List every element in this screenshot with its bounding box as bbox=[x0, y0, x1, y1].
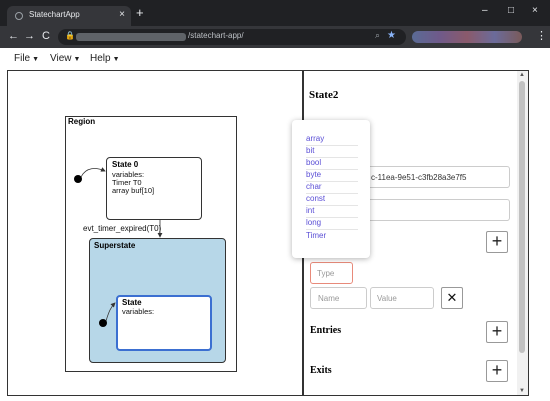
state-variable: Timer T0 bbox=[112, 178, 142, 187]
exits-heading: Exits bbox=[310, 365, 332, 376]
type-option-char[interactable]: char bbox=[306, 182, 358, 194]
tab-close-button[interactable]: × bbox=[119, 9, 125, 20]
type-option-bit[interactable]: bit bbox=[306, 146, 358, 158]
scroll-up-icon[interactable]: ▲ bbox=[519, 72, 525, 78]
globe-icon bbox=[15, 12, 23, 20]
browser-menu-button[interactable]: ⋮ bbox=[536, 30, 547, 42]
transition-label[interactable]: evt_timer_expired(T0) bbox=[83, 224, 162, 233]
url-bar[interactable]: 🔒 /statechart-app/ ⌕ ★ bbox=[58, 29, 406, 45]
type-option-long[interactable]: long bbox=[306, 218, 358, 230]
new-tab-button[interactable]: + bbox=[136, 5, 144, 20]
blurred-host bbox=[76, 33, 186, 41]
initial-pseudostate[interactable] bbox=[99, 319, 107, 327]
type-option-byte[interactable]: byte bbox=[306, 170, 358, 182]
menu-help[interactable]: Help▼ bbox=[90, 53, 120, 64]
browser-tab[interactable]: StatechartApp × bbox=[7, 6, 131, 26]
type-option-const[interactable]: const bbox=[306, 194, 358, 206]
region-label: Region bbox=[68, 117, 96, 126]
superstate-label: Superstate bbox=[94, 241, 136, 250]
initial-transition-arrow bbox=[80, 167, 106, 178]
type-option-timer[interactable]: Timer bbox=[306, 231, 327, 240]
tab-title: StatechartApp bbox=[29, 10, 80, 19]
type-dropdown: array bit bool byte char const int long … bbox=[292, 120, 370, 258]
state-title: State bbox=[122, 298, 142, 307]
variable-type-field[interactable]: Type bbox=[310, 262, 353, 284]
add-exit-button[interactable]: + bbox=[486, 360, 508, 382]
properties-scrollbar[interactable]: ▲ ▼ bbox=[517, 70, 529, 396]
caret-down-icon: ▼ bbox=[112, 56, 120, 63]
variable-name-field[interactable]: Name bbox=[310, 287, 367, 309]
add-entry-button[interactable]: + bbox=[486, 321, 508, 343]
inner-initial-transition-arrow bbox=[105, 302, 116, 322]
maximize-button[interactable]: □ bbox=[508, 5, 515, 16]
bookmark-star-icon[interactable]: ★ bbox=[387, 30, 396, 41]
scroll-thumb[interactable] bbox=[519, 81, 525, 353]
variable-value-field[interactable]: Value bbox=[370, 287, 434, 309]
extensions-area[interactable] bbox=[412, 31, 522, 43]
state-0[interactable]: State 0 variables: Timer T0 array buf[10… bbox=[106, 157, 202, 220]
reload-button[interactable]: C bbox=[42, 30, 50, 42]
entries-heading: Entries bbox=[310, 325, 342, 336]
state-name-heading: State2 bbox=[309, 89, 339, 101]
back-button[interactable]: ← bbox=[8, 30, 19, 42]
type-option-int[interactable]: int bbox=[306, 206, 358, 218]
type-option-array[interactable]: array bbox=[306, 134, 358, 146]
selected-state[interactable]: State variables: bbox=[116, 295, 212, 351]
initial-pseudostate[interactable] bbox=[74, 175, 82, 183]
caret-down-icon: ▼ bbox=[73, 56, 81, 63]
remove-variable-button[interactable]: ✕ bbox=[441, 287, 463, 309]
add-variable-button[interactable]: + bbox=[486, 231, 508, 253]
minimize-button[interactable]: – bbox=[482, 5, 488, 16]
menu-view[interactable]: View▼ bbox=[50, 53, 81, 64]
browser-tab-bar: StatechartApp × + – □ × bbox=[0, 0, 550, 26]
menu-file[interactable]: File▼ bbox=[14, 53, 40, 64]
state-variable: array buf[10] bbox=[112, 186, 155, 195]
close-window-button[interactable]: × bbox=[532, 5, 538, 16]
url-path: /statechart-app/ bbox=[188, 31, 244, 40]
transition-arrows bbox=[80, 167, 163, 322]
type-option-bool[interactable]: bool bbox=[306, 158, 358, 170]
lock-icon: 🔒 bbox=[65, 31, 75, 40]
forward-button[interactable]: → bbox=[24, 30, 35, 42]
zoom-icon[interactable]: ⌕ bbox=[374, 30, 380, 40]
scroll-down-icon[interactable]: ▼ bbox=[519, 388, 525, 394]
state-variables-label: variables: bbox=[112, 170, 145, 179]
caret-down-icon: ▼ bbox=[32, 56, 40, 63]
app-menubar: File▼ View▼ Help▼ bbox=[0, 48, 550, 70]
state-variables-label: variables: bbox=[122, 307, 155, 316]
address-bar-row: ← → C 🔒 /statechart-app/ ⌕ ★ ⋮ bbox=[0, 26, 550, 48]
diagram-canvas[interactable]: Region State 0 variables: Timer T0 array… bbox=[7, 70, 303, 396]
state-title: State 0 bbox=[112, 160, 139, 169]
